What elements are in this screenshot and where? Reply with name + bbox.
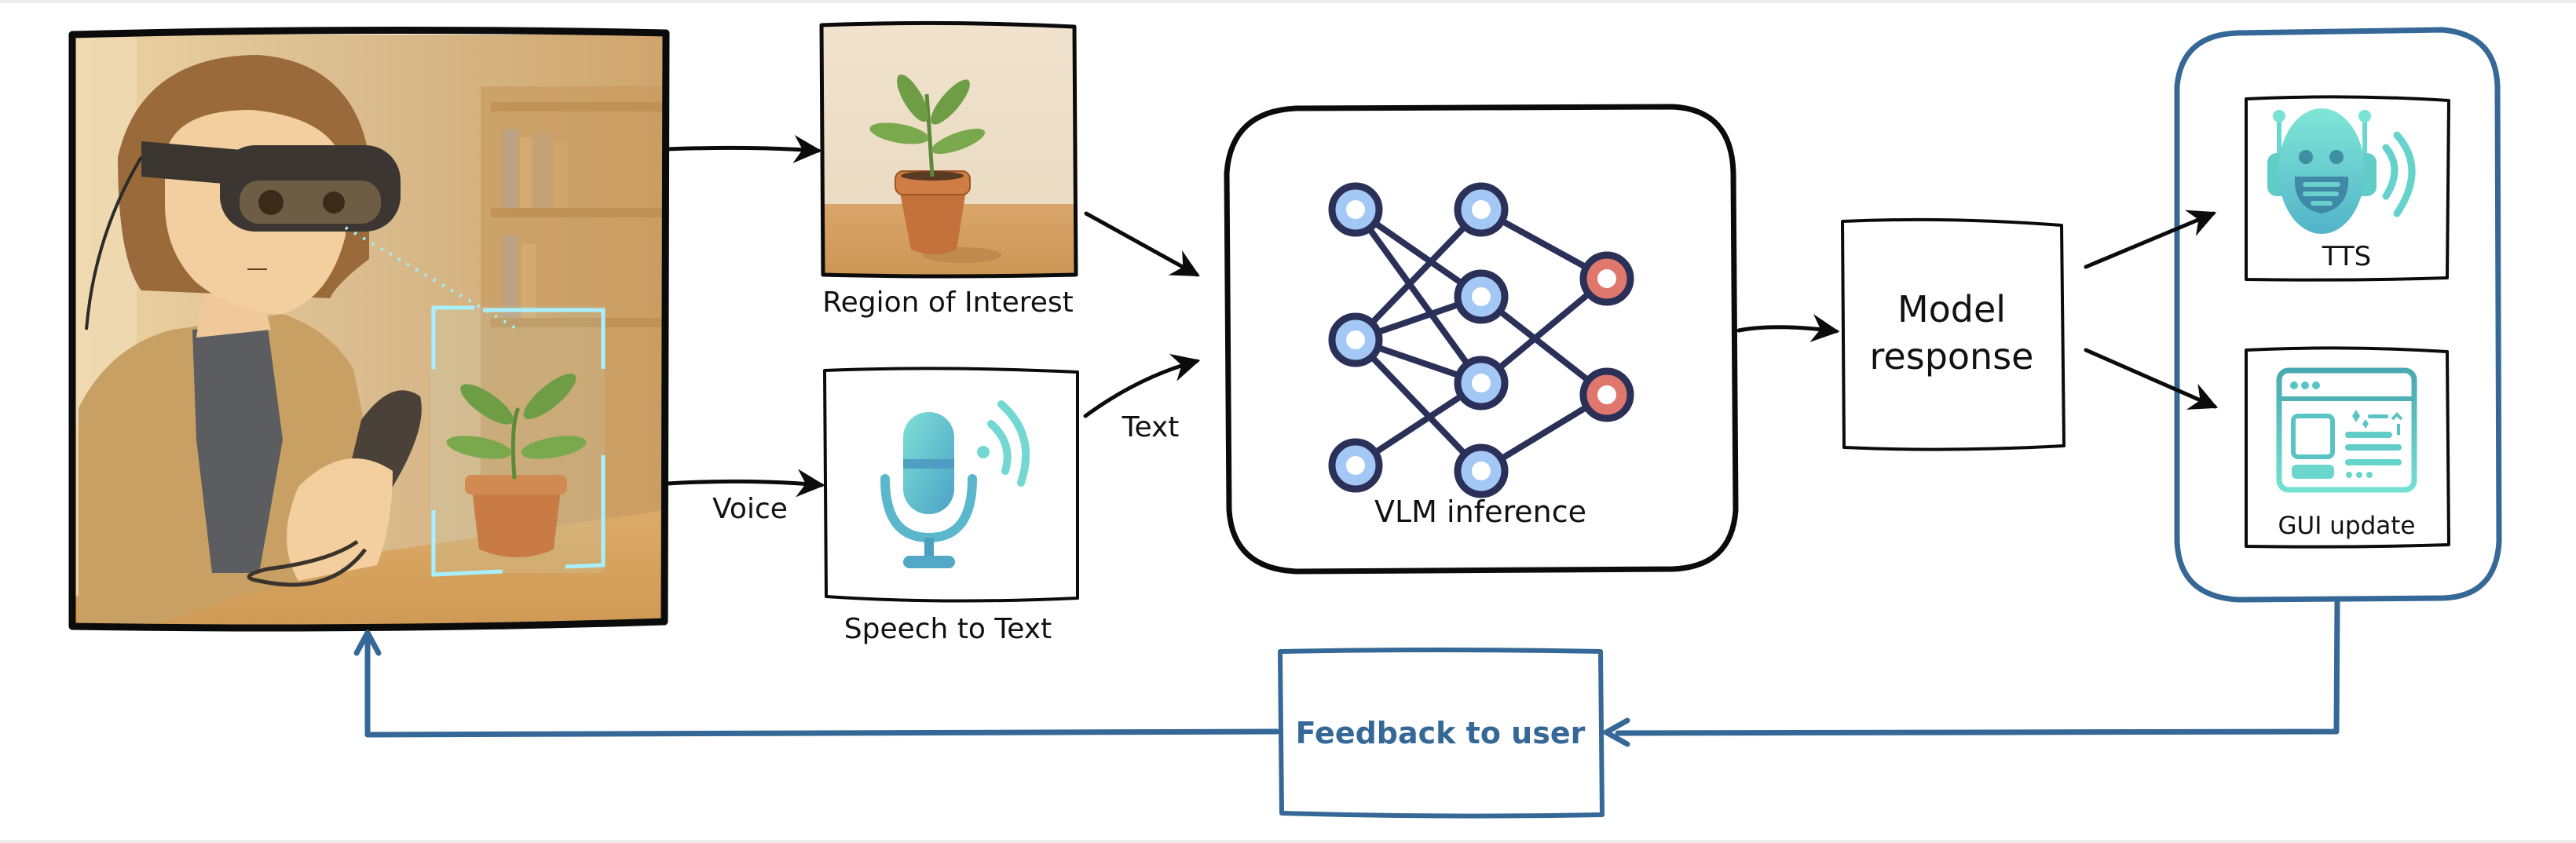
vlm-label: VLM inference bbox=[1374, 494, 1586, 529]
roi-label: Region of Interest bbox=[822, 286, 1074, 319]
arrow-feedback-to-scene bbox=[364, 634, 1280, 738]
robot-speaker-icon bbox=[2267, 108, 2416, 234]
tts-frame bbox=[2245, 95, 2450, 282]
feedback-node: Feedback to user bbox=[1278, 648, 1605, 819]
arrow-stt-to-vlm bbox=[1083, 353, 1201, 418]
arrow-feedback-to-scene-head bbox=[353, 630, 382, 656]
tts-label: TTS bbox=[2322, 241, 2372, 272]
gui-node: GUI update bbox=[2245, 346, 2450, 549]
text-edge-label: Text bbox=[1122, 411, 1180, 443]
tts-node: TTS bbox=[2245, 95, 2450, 282]
arrow-outputs-to-feedback bbox=[1615, 597, 2340, 736]
voice-edge-label: Voice bbox=[712, 493, 788, 525]
nn-node-center bbox=[1472, 200, 1491, 219]
nn-connection bbox=[1353, 207, 1484, 342]
arrow-scene-to-roi bbox=[665, 134, 822, 163]
model-response-node: Model response bbox=[1841, 217, 2066, 451]
shirt bbox=[192, 322, 283, 573]
arrow-scene-to-stt bbox=[665, 469, 825, 498]
nn-node-center bbox=[1597, 269, 1616, 288]
nn-node-center bbox=[1346, 330, 1365, 349]
roi-frame bbox=[819, 20, 1078, 279]
microphone-icon bbox=[880, 400, 1030, 568]
gui-label: GUI update bbox=[2278, 512, 2416, 540]
headset-cord bbox=[85, 155, 143, 330]
nn-connection bbox=[1353, 338, 1484, 473]
controller-strap bbox=[247, 539, 367, 587]
nn-node-center bbox=[1472, 374, 1491, 392]
stt-label: Speech to Text bbox=[844, 613, 1052, 645]
stt-frame bbox=[823, 367, 1079, 603]
top-border bbox=[0, 0, 2576, 3]
nn-node-center bbox=[1597, 385, 1616, 404]
vlm-frame bbox=[1224, 104, 1739, 575]
output-container: TTS bbox=[2174, 27, 2502, 603]
vlm-node: VLM inference bbox=[1224, 104, 1739, 575]
edges: Voice Text bbox=[353, 134, 2340, 747]
arrow-vlm-to-response bbox=[1736, 314, 1840, 342]
nn-node-center bbox=[1346, 456, 1365, 475]
gui-frame bbox=[2245, 346, 2450, 549]
feedback-label: Feedback to user bbox=[1296, 716, 1586, 750]
bottom-border bbox=[0, 840, 2576, 843]
roi-node: Region of Interest bbox=[819, 20, 1078, 319]
model-response-label-line1: Model bbox=[1897, 288, 2006, 330]
eye-right bbox=[323, 192, 345, 213]
nn-node-center bbox=[1472, 287, 1491, 306]
stt-node: Speech to Text bbox=[823, 367, 1079, 645]
nn-node-center bbox=[1472, 462, 1491, 480]
eye-left bbox=[258, 190, 284, 215]
roi-plant-image bbox=[869, 74, 1001, 263]
gui-window-icon bbox=[2276, 367, 2417, 493]
scene-illustration bbox=[68, 26, 670, 632]
output-container-frame bbox=[2174, 27, 2502, 603]
neural-network-icon bbox=[1328, 182, 1634, 498]
nn-connection bbox=[1352, 207, 1484, 385]
arrow-response-to-gui bbox=[2084, 348, 2219, 410]
arrow-outputs-to-feedback-head bbox=[1603, 717, 1630, 747]
arrow-roi-to-vlm bbox=[1084, 211, 1200, 277]
scene-frame bbox=[68, 26, 670, 632]
model-response-label-line2: response bbox=[1870, 335, 2034, 378]
feedback-frame bbox=[1278, 648, 1605, 819]
arrow-response-to-tts bbox=[2084, 210, 2217, 269]
nn-connection bbox=[1479, 276, 1609, 386]
model-response-frame bbox=[1841, 217, 2066, 451]
scene-plant bbox=[446, 373, 587, 557]
nn-node-center bbox=[1346, 200, 1365, 219]
